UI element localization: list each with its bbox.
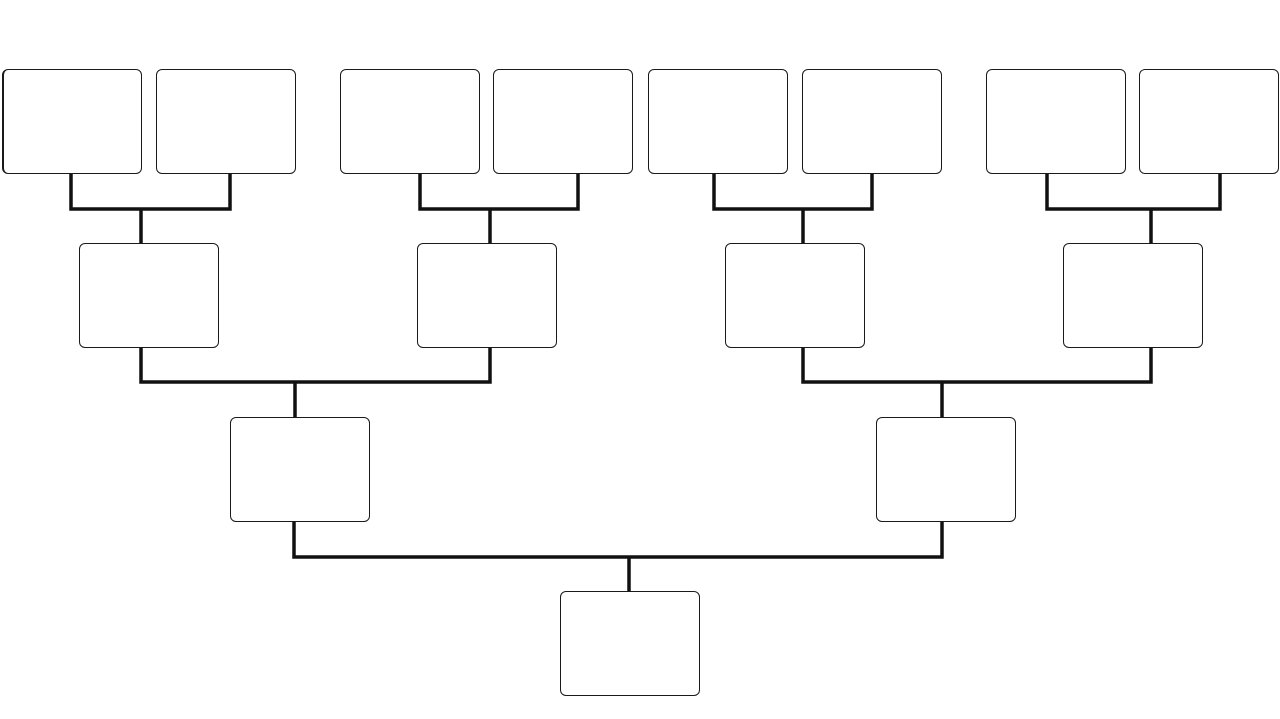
tree-node-gen2-1 [230,417,370,522]
tree-node-label [494,70,632,110]
tree-node-label [726,244,864,284]
tree-node-gen4-1 [2,69,142,174]
tree-node-gen4-8 [1139,69,1279,174]
tree-node-label [649,70,787,110]
tree-node-gen3-3 [725,243,865,348]
connector-g2-pair [292,522,944,591]
connector-g3-pair-1 [139,348,492,417]
tree-node-label [231,418,369,458]
tree-node-gen4-2 [156,69,296,174]
tree-node-label [1064,244,1202,284]
connector-g4-pair-4 [1045,174,1222,243]
tree-node-gen4-6 [802,69,942,174]
tree-node-label [341,70,479,110]
tree-node-gen4-7 [986,69,1126,174]
tree-node-gen4-5 [648,69,788,174]
connector-g4-pair-1 [69,174,232,243]
tree-node-label [157,70,295,110]
tree-node-gen3-1 [79,243,219,348]
tree-node-gen4-4 [493,69,633,174]
connector-g3-pair-2 [801,348,1153,417]
connector-g4-pair-2 [418,174,580,243]
tree-node-label [877,418,1015,458]
tree-node-label [561,592,699,632]
tree-node-label [803,70,941,110]
tree-node-label [4,70,141,110]
tree-node-gen4-3 [340,69,480,174]
tree-node-root [560,591,700,696]
tree-node-label [418,244,556,284]
tree-node-label [80,244,218,284]
tree-node-gen3-2 [417,243,557,348]
tree-node-label [1140,70,1278,110]
tree-node-gen2-2 [876,417,1016,522]
tree-node-gen3-4 [1063,243,1203,348]
tree-node-label [987,70,1125,110]
connector-g4-pair-3 [712,174,874,243]
